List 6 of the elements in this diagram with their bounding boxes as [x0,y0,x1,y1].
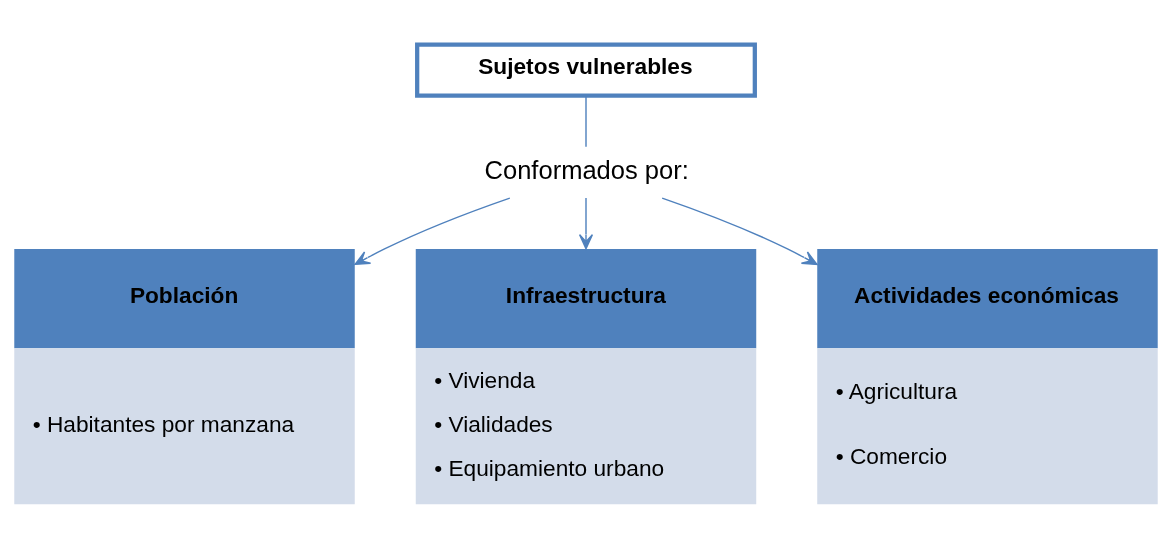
arrow [578,196,594,249]
arrow [661,196,818,265]
connector [585,94,587,147]
node-text: Conformados por: [484,155,689,184]
arrow [354,196,511,265]
node-box: Sujetos vulnerables [415,42,757,98]
